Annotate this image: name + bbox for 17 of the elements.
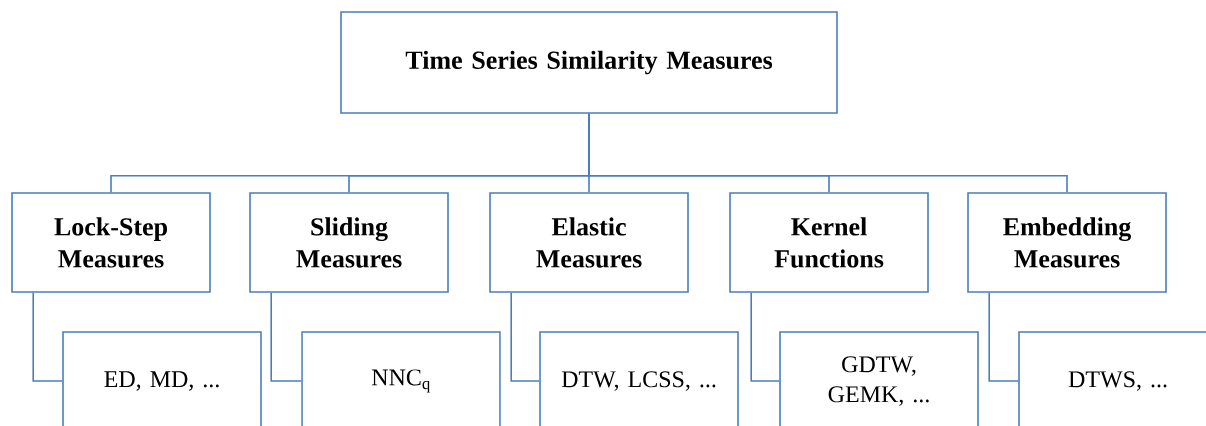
connector-line <box>750 292 780 382</box>
example-box: NNC$_{q}$ <box>301 331 501 426</box>
connector-line <box>32 292 63 382</box>
connector-line <box>270 292 302 382</box>
example-box: DTW, LCSS, ... <box>539 331 739 426</box>
category-box: Lock-Step Measures <box>11 192 211 293</box>
category-box: Sliding Measures <box>249 192 449 293</box>
root-box: Time Series Similarity Measures <box>340 11 838 114</box>
category-box: Kernel Functions <box>729 192 929 293</box>
category-box: Elastic Measures <box>489 192 689 293</box>
example-box: ED, MD, ... <box>62 331 262 426</box>
connector-line <box>588 113 1068 193</box>
example-box: GDTW, GEMK, ... <box>779 331 979 426</box>
example-box: DTWS, ... <box>1018 331 1206 426</box>
category-box: Embedding Measures <box>967 192 1167 293</box>
connector-line <box>988 292 1019 382</box>
connector-line <box>510 292 540 382</box>
